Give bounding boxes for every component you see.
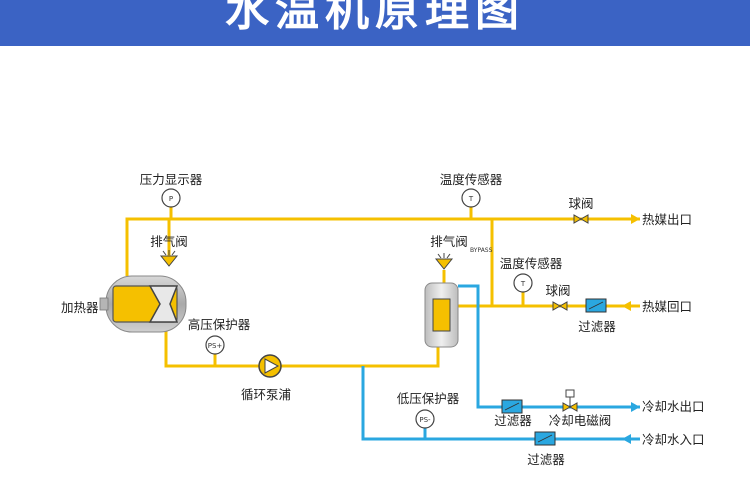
solenoid-label: 冷却电磁阀 xyxy=(549,413,612,428)
ball-valve-mid-label: 球阀 xyxy=(545,283,570,298)
pump-icon xyxy=(258,354,282,378)
heat-return-label: 热媒回口 xyxy=(642,299,692,314)
temp-sensor-top-label: 温度传感器 xyxy=(440,172,503,187)
low-pressure-label: 低压保护器 xyxy=(397,391,460,406)
ball-valve-top-label: 球阀 xyxy=(568,196,593,211)
exhaust-left-label: 排气阀 xyxy=(150,234,188,249)
ball-valve-top-icon xyxy=(573,214,589,224)
cool-out-line xyxy=(458,284,640,409)
pressure-gauge-label: 压力显示器 xyxy=(140,172,203,187)
heat-out-arrow xyxy=(631,214,640,224)
pump-loop-line xyxy=(164,327,440,368)
cool-in-arrow xyxy=(622,434,631,444)
exhaust-valve-left-icon xyxy=(159,250,179,267)
cool-in-label: 冷却水入口 xyxy=(642,432,705,447)
ps-low-gauge-icon: PS- xyxy=(415,409,435,429)
temp-sensor-mid-icon: T xyxy=(513,273,533,293)
filter-cool-icon xyxy=(501,399,523,414)
heater xyxy=(99,275,187,333)
exhaust-right-label: 排气阀 xyxy=(430,234,468,249)
hot-pipes xyxy=(125,207,640,368)
ball-valve-mid-icon xyxy=(552,301,568,311)
ps-high-gauge-icon: PS+ xyxy=(205,335,225,355)
cool-out-label: 冷却水出口 xyxy=(642,399,705,414)
pump-label: 循环泵浦 xyxy=(241,387,291,402)
svg-text:T: T xyxy=(520,280,526,288)
heater-label: 加热器 xyxy=(61,300,99,315)
filter-mid-label: 过滤器 xyxy=(578,319,616,334)
temp-sensor-top-icon: T xyxy=(461,188,481,208)
filter-bottom-label: 过滤器 xyxy=(527,452,565,467)
pressure-gauge-icon: P xyxy=(161,188,181,208)
filter-bottom-icon xyxy=(534,431,556,446)
svg-text:PS+: PS+ xyxy=(208,342,223,350)
svg-text:P: P xyxy=(169,195,173,203)
svg-text:T: T xyxy=(468,195,474,203)
exhaust-valve-right-icon xyxy=(434,253,454,270)
heat-return-arrow xyxy=(622,301,631,311)
temp-sensor-mid-label: 温度传感器 xyxy=(500,256,563,271)
filter-cool-label: 过滤器 xyxy=(494,413,532,428)
heat-out-label: 热媒出口 xyxy=(642,212,692,227)
bypass-label: BYPASS xyxy=(470,247,493,254)
solenoid-valve-icon xyxy=(562,389,578,412)
svg-text:PS-: PS- xyxy=(419,416,431,424)
page-title: 水温机原理图 xyxy=(225,0,525,36)
tank xyxy=(424,282,459,348)
cool-out-arrow xyxy=(631,402,640,412)
hot-supply-line xyxy=(125,217,640,276)
high-pressure-label: 高压保护器 xyxy=(188,317,251,332)
title-banner: 水温机原理图 xyxy=(0,0,750,46)
filter-mid-icon xyxy=(585,298,607,313)
